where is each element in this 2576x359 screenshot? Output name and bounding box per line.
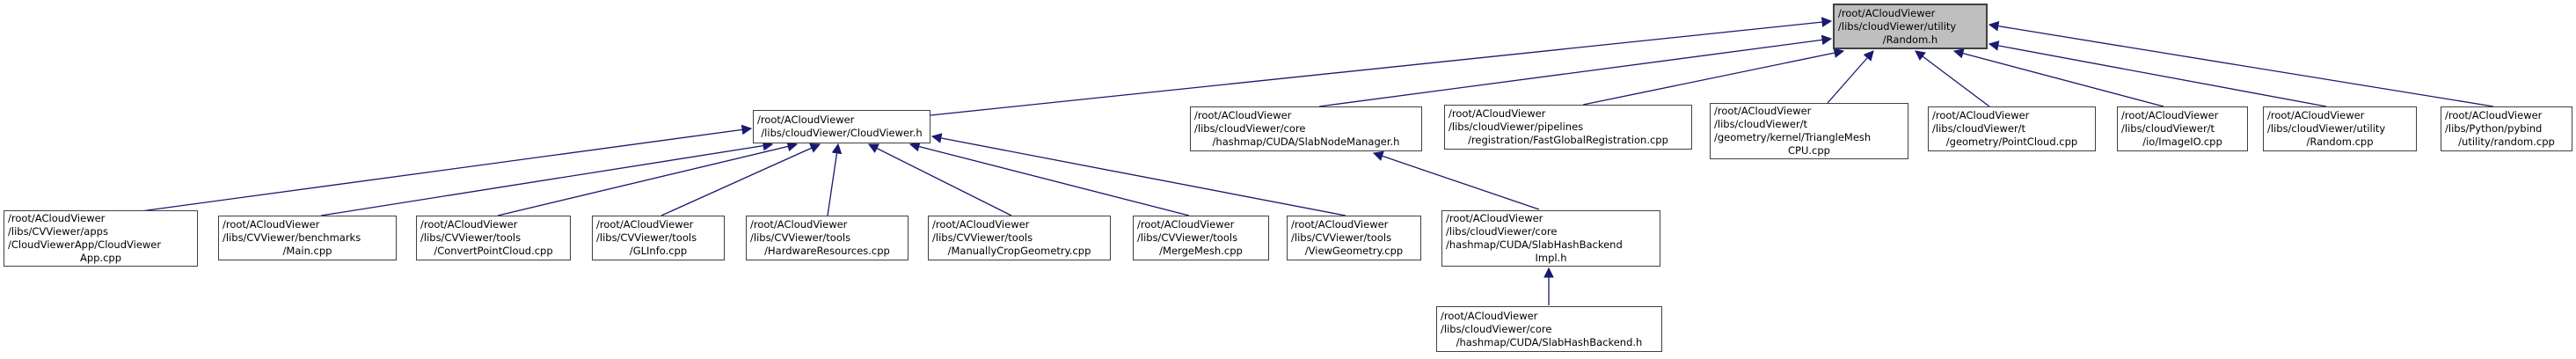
graph-node-label-line: /HardwareResources.cpp (764, 245, 890, 257)
graph-node-label-line: /MergeMesh.cpp (1159, 245, 1243, 257)
graph-node-label-line: /root/ACloudViewer (2121, 109, 2219, 121)
graph-node-label-line: /root/ACloudViewer (1441, 309, 1538, 322)
include-edge-trianglemeshcpu-cpp-to-random-h (1827, 50, 1874, 104)
graph-node-label-line: /root/ACloudViewer (2267, 109, 2365, 121)
graph-node-slabhashbackend-h[interactable]: /root/ACloudViewer/libs/cloudViewer/core… (1436, 306, 1662, 352)
graph-node-label-line: /hashmap/CUDA/SlabHashBackend (1446, 238, 1623, 251)
graph-node-label-line: /libs/CVViewer/tools (1137, 231, 1238, 244)
include-edge-pybind-random-cpp-to-random-h (1988, 20, 2494, 107)
graph-node-label-line: /root/ACloudViewer (1449, 107, 1546, 120)
graph-node-pybind-random-cpp[interactable]: /root/ACloudViewer/libs/Python/pybind/ut… (2441, 106, 2572, 151)
graph-node-slabnodemanager-h[interactable]: /root/ACloudViewer/libs/cloudViewer/core… (1190, 106, 1422, 151)
include-edge-glinfo-cpp-to-cloudviewer-h (660, 143, 821, 216)
include-edge-manuallycropgeometry-cpp-to-cloudviewer-h (867, 143, 1012, 216)
graph-node-label-line: /ConvertPointCloud.cpp (434, 245, 553, 257)
graph-node-label-line: /libs/Python/pybind (2445, 122, 2543, 135)
graph-node-label-line: /ManuallyCropGeometry.cpp (947, 245, 1091, 257)
graph-node-label-line: /root/ACloudViewer (932, 218, 1030, 231)
graph-node-fastglobalregistration-cpp[interactable]: /root/ACloudViewer/libs/cloudViewer/pipe… (1444, 105, 1692, 150)
graph-node-label-line: Impl.h (1535, 252, 1567, 264)
graph-node-label-line: /libs/CVViewer/tools (420, 231, 522, 244)
graph-node-label-line: /libs/cloudViewer/t (1932, 122, 2026, 135)
graph-node-label-line: /geometry/kernel/TriangleMesh (1714, 131, 1872, 143)
graph-node-label-line: /libs/cloudViewer/core (1441, 322, 1552, 335)
graph-node-cloudviewer-h[interactable]: /root/ACloudViewer/libs/cloudViewer/Clou… (753, 110, 930, 143)
graph-node-label-line: /libs/cloudViewer/core (1446, 225, 1558, 238)
graph-node-label-line: /root/ACloudViewer (1137, 218, 1235, 231)
graph-node-label-line: /root/ACloudViewer (2445, 109, 2543, 121)
graph-node-label-line: /root/ACloudViewer (1446, 212, 1543, 224)
graph-node-random-h[interactable]: /root/ACloudViewer/libs/cloudViewer/util… (1833, 4, 1988, 49)
graph-node-label-line: /root/ACloudViewer (1291, 218, 1389, 231)
graph-node-label-line: /libs/cloudViewer/CloudViewer.h (761, 127, 923, 139)
include-edge-pointcloud-cpp-to-random-h (1915, 50, 1990, 107)
graph-node-label-line: /libs/cloudViewer/utility (2267, 122, 2386, 135)
graph-node-label-line: /CloudViewerApp/CloudViewer (8, 238, 162, 251)
graph-node-label-line: /root/ACloudViewer (1714, 105, 1812, 117)
graph-node-label-line: /root/ACloudViewer (757, 114, 855, 126)
graph-node-label-line: /io/ImageIO.cpp (2142, 136, 2222, 148)
graph-node-label-line: /libs/cloudViewer/pipelines (1449, 121, 1584, 133)
graph-node-main-cpp[interactable]: /root/ACloudViewer/libs/CVViewer/benchma… (218, 216, 397, 260)
graph-node-hardwareresources-cpp[interactable]: /root/ACloudViewer/libs/CVViewer/tools/H… (746, 216, 909, 260)
graph-node-label-line: /GLInfo.cpp (629, 245, 688, 257)
graph-node-label-line: /utility/random.cpp (2458, 136, 2555, 148)
graph-node-label-line: /root/ACloudViewer (750, 218, 848, 231)
graph-node-label-line: /Main.cpp (282, 245, 332, 257)
include-edge-hardwareresources-cpp-to-cloudviewer-h (827, 143, 843, 216)
include-edge-random-cpp-to-random-h (1988, 40, 2327, 107)
include-edge-mergemesh-cpp-to-cloudviewer-h (909, 141, 1190, 216)
graph-node-label-line: /root/ACloudViewer (596, 218, 694, 231)
graph-node-mergemesh-cpp[interactable]: /root/ACloudViewer/libs/CVViewer/tools/M… (1133, 216, 1269, 260)
include-edge-viewgeometry-cpp-to-cloudviewer-h (930, 133, 1346, 216)
graph-node-cloudviewerapp-cpp[interactable]: /root/ACloudViewer/libs/CVViewer/apps/Cl… (4, 210, 198, 267)
include-edge-main-cpp-to-cloudviewer-h (320, 140, 774, 216)
graph-node-pointcloud-cpp[interactable]: /root/ACloudViewer/libs/cloudViewer/t/ge… (1928, 106, 2096, 151)
graph-node-label-line: /geometry/PointCloud.cpp (1945, 136, 2078, 148)
graph-node-label-line: /Random.cpp (2306, 136, 2374, 148)
include-edge-fastglobalregistration-cpp-to-random-h (1582, 48, 1845, 106)
graph-node-label-line: /root/ACloudViewer (1838, 6, 1936, 19)
graph-node-label-line: /libs/cloudViewer/t (2121, 122, 2215, 135)
graph-node-label-line: /libs/CVViewer/benchmarks (223, 231, 361, 244)
graph-node-slabhashbackendimpl-h[interactable]: /root/ACloudViewer/libs/cloudViewer/core… (1441, 210, 1660, 267)
include-edge-slabnodemanager-h-to-random-h (1318, 34, 1833, 107)
graph-node-label-line: /root/ACloudViewer (1932, 109, 2030, 121)
graph-node-label-line: /libs/CVViewer/tools (596, 231, 697, 244)
include-edge-imageio-cpp-to-random-h (1952, 48, 2164, 107)
graph-node-label-line: /ViewGeometry.cpp (1304, 245, 1404, 257)
graph-node-convertpointcloud-cpp[interactable]: /root/ACloudViewer/libs/CVViewer/tools/C… (416, 216, 571, 260)
graph-node-label-line: /hashmap/CUDA/SlabNodeManager.h (1212, 136, 1400, 148)
graph-node-label-line: /registration/FastGlobalRegistration.cpp (1468, 134, 1668, 146)
graph-node-random-cpp[interactable]: /root/ACloudViewer/libs/cloudViewer/util… (2263, 106, 2417, 151)
graph-node-viewgeometry-cpp[interactable]: /root/ACloudViewer/libs/CVViewer/tools/V… (1287, 216, 1421, 260)
graph-node-label-line: /libs/cloudViewer/utility (1838, 19, 1957, 33)
graph-node-trianglemeshcpu-cpp[interactable]: /root/ACloudViewer/libs/cloudViewer/t/ge… (1710, 103, 1908, 159)
graph-node-label-line: /libs/CVViewer/apps (8, 225, 108, 238)
graph-node-label-line: /root/ACloudViewer (420, 218, 518, 231)
include-edge-slabhashbackendimpl-h-to-slabnodemanager-h (1372, 150, 1540, 210)
graph-node-label-line: /root/ACloudViewer (223, 218, 320, 231)
graph-node-label-line: /libs/cloudViewer/core (1194, 122, 1306, 135)
graph-node-manuallycropgeometry-cpp[interactable]: /root/ACloudViewer/libs/CVViewer/tools/M… (928, 216, 1111, 260)
graph-node-label-line: App.cpp (79, 252, 122, 264)
graph-node-imageio-cpp[interactable]: /root/ACloudViewer/libs/cloudViewer/t/io… (2117, 106, 2248, 151)
include-edge-cloudviewerapp-cpp-to-cloudviewer-h (140, 124, 753, 212)
graph-node-glinfo-cpp[interactable]: /root/ACloudViewer/libs/CVViewer/tools/G… (592, 216, 725, 260)
graph-node-label-line: /libs/cloudViewer/t (1714, 118, 1808, 130)
include-edge-convertpointcloud-cpp-to-cloudviewer-h (497, 141, 799, 216)
graph-node-label-line: /root/ACloudViewer (1194, 109, 1292, 121)
graph-node-label-line: /Random.h (1882, 33, 1938, 46)
graph-node-label-line: /libs/CVViewer/tools (1291, 231, 1392, 244)
graph-node-label-line: /root/ACloudViewer (8, 212, 106, 224)
graph-node-label-line: CPU.cpp (1788, 144, 1830, 157)
graph-node-label-line: /hashmap/CUDA/SlabHashBackend.h (1456, 335, 1643, 348)
graph-node-label-line: /libs/CVViewer/tools (750, 231, 851, 244)
graph-node-label-line: /libs/CVViewer/tools (932, 231, 1033, 244)
include-edge-cloudviewer-h-to-random-h (930, 17, 1833, 116)
